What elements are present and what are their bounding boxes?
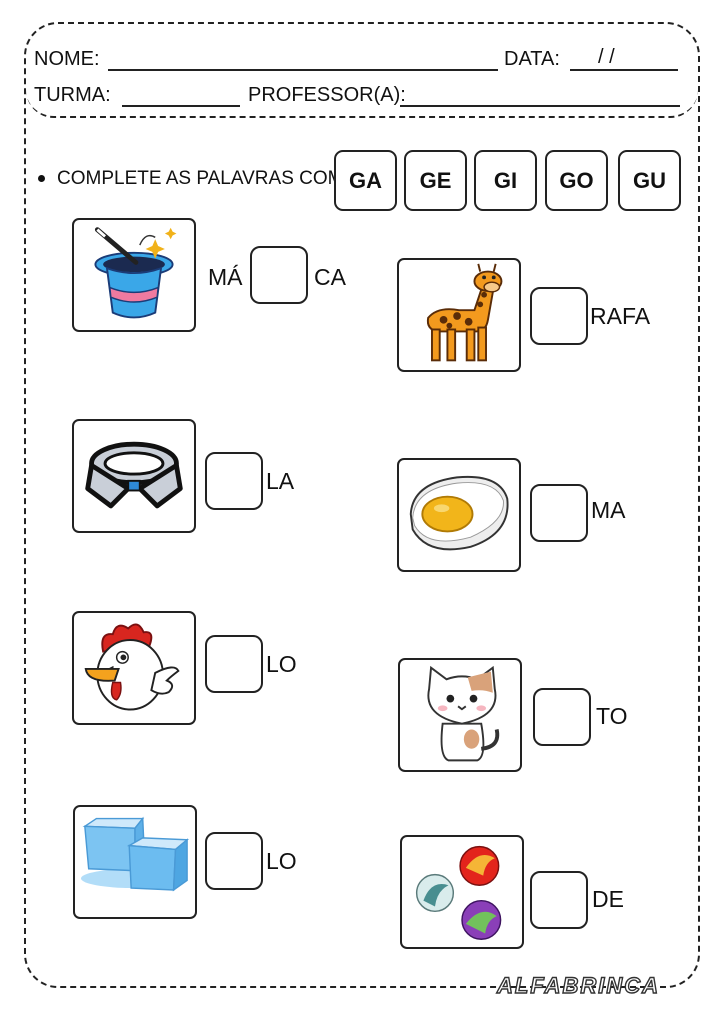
- syllable-gi: GI: [474, 150, 537, 211]
- word-8-after: DE: [592, 886, 624, 912]
- cat-icon: [398, 658, 522, 772]
- marbles-icon: [400, 835, 524, 949]
- giraffe-icon: [397, 258, 521, 372]
- syllable-go: GO: [545, 150, 608, 211]
- word-5-after: LO: [266, 651, 297, 677]
- syllable-gu: GU: [618, 150, 681, 211]
- answer-box-7[interactable]: [205, 832, 263, 890]
- professor-field[interactable]: [400, 105, 680, 107]
- turma-label: TURMA:: [34, 84, 111, 106]
- word-1-before: MÁ: [208, 264, 243, 290]
- nome-field[interactable]: [108, 69, 498, 71]
- professor-label: PROFESSOR(A):: [248, 84, 406, 106]
- boiled-egg-icon: [397, 458, 521, 572]
- word-1-after: CA: [314, 264, 346, 290]
- rooster-icon: [72, 611, 196, 725]
- answer-box-6[interactable]: [533, 688, 591, 746]
- shirt-collar-icon: [72, 419, 196, 533]
- answer-box-1[interactable]: [250, 246, 308, 304]
- answer-box-5[interactable]: [205, 635, 263, 693]
- word-6-after: TO: [596, 703, 628, 729]
- header-box: NOME: DATA: / / TURMA: PROFESSOR(A):: [26, 24, 698, 118]
- answer-box-8[interactable]: [530, 871, 588, 929]
- word-7-after: LO: [266, 848, 297, 874]
- answer-box-3[interactable]: [205, 452, 263, 510]
- word-2-after: RAFA: [590, 303, 651, 329]
- answer-box-4[interactable]: [530, 484, 588, 542]
- instruction-text: COMPLETE AS PALAVRAS COM: [57, 168, 344, 189]
- data-label: DATA:: [504, 48, 560, 70]
- syllable-ge: GE: [404, 150, 467, 211]
- magic-hat-icon: [72, 218, 196, 332]
- syllable-ga: GA: [334, 150, 397, 211]
- data-slashes: / /: [598, 46, 615, 68]
- instruction: COMPLETE AS PALAVRAS COM: [38, 168, 343, 190]
- nome-label: NOME:: [34, 48, 100, 70]
- brand-logo: ALFABRINCA: [496, 972, 660, 998]
- worksheet-border: [24, 22, 700, 988]
- answer-box-2[interactable]: [530, 287, 588, 345]
- data-field[interactable]: [570, 69, 678, 71]
- turma-field[interactable]: [122, 105, 240, 107]
- word-4-after: MA: [591, 497, 626, 523]
- ice-cubes-icon: [73, 805, 197, 919]
- bullet-icon: [38, 175, 45, 183]
- word-3-after: LA: [266, 468, 295, 494]
